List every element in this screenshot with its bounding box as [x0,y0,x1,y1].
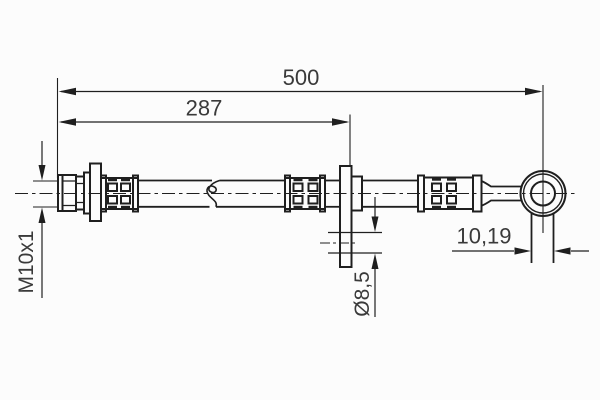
crimp-window [446,182,457,192]
crimp-window [107,182,118,192]
banjo-stem [530,206,555,263]
arrowhead-left [58,118,76,126]
crimp-window [120,195,131,205]
crimp-window [307,195,319,205]
hose-break-symbol [206,179,220,208]
bracket-hole-diameter-label: Ø8,5 [351,271,374,317]
hose-body [138,179,418,208]
crimp-window [446,195,457,205]
bracket-hole-edges [328,231,382,254]
overall-length-label: 500 [283,65,320,90]
bracket-distance-label: 287 [186,96,223,121]
crimp-window [292,195,304,205]
crimp-window [431,182,442,192]
thread-lines [62,180,76,207]
thread-spec-label: M10x1 [15,230,38,293]
dimension-bracket-distance: 287 [58,96,351,166]
arrowhead-down [371,216,379,232]
crimp-window [307,182,319,192]
dimension-overall-length: 500 [56,65,544,233]
extension-lines [33,180,58,208]
dimension-banjo-width: 10,19 [452,224,589,255]
banjo-eye-width-label: 10,19 [456,224,511,249]
crimp-window [107,195,118,205]
arrowhead-down [38,165,46,181]
tapered-tube [481,180,523,207]
dimension-thread-spec: M10x1 [15,141,58,298]
crimp-window [120,182,131,192]
arrowhead-right [514,247,531,255]
dimension-bracket-hole: Ø8,5 [351,197,379,317]
crimp-sleeve-right [417,174,483,213]
arrowhead-left [554,247,571,255]
arrowhead-up [371,253,379,269]
arrowhead-up [38,207,46,223]
crimp-window [431,195,442,205]
bracket-plate [339,165,353,268]
arrowhead-right [525,87,543,96]
arrowhead-right [332,118,350,126]
crimp-window [292,182,304,192]
arrowhead-left [58,87,76,96]
